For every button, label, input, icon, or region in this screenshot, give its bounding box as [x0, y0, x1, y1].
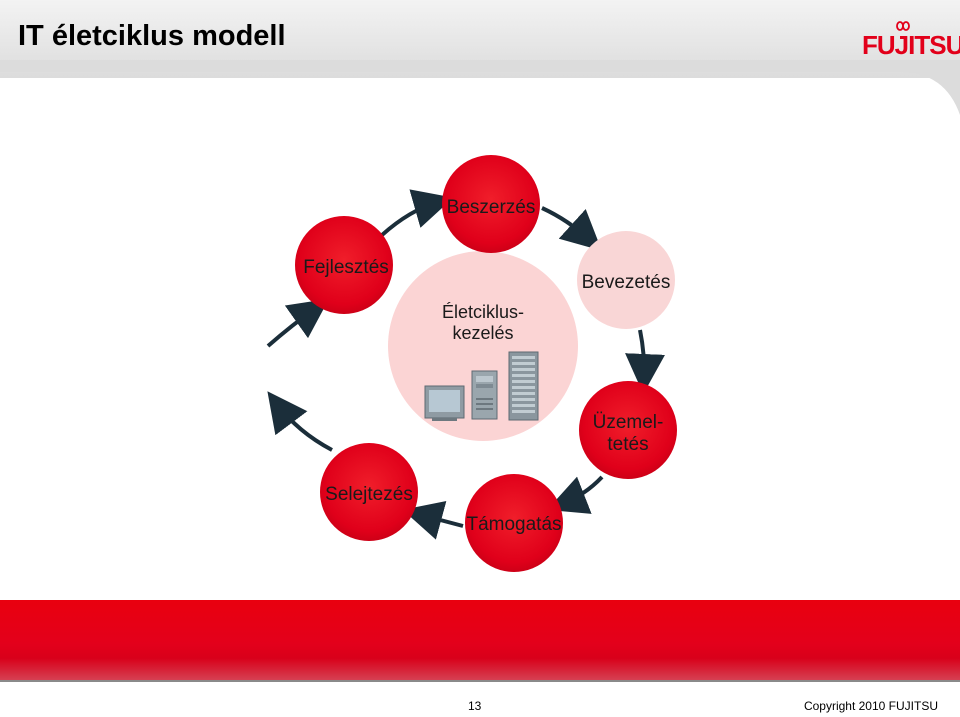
- page-number: 13: [468, 699, 482, 713]
- label-beszerzes: Beszerzés: [446, 197, 536, 218]
- node-beszerzes: [442, 155, 540, 253]
- label-tamogatas: Támogatás: [466, 514, 562, 535]
- arrow-beszerzes-bevezetes: [541, 206, 602, 251]
- arrow-selejtezes-fejlesztes: [267, 391, 333, 452]
- arrow-bevezetes-uzemeltetes: [625, 329, 666, 394]
- lifecycle-diagram: [266, 155, 677, 572]
- label-selejtezes: Selejtezés: [325, 484, 413, 505]
- node-uzemeltetes: [579, 381, 677, 479]
- logo-wordmark: FUJITSU: [862, 30, 960, 60]
- node-tamogatas: [465, 474, 563, 572]
- infinity-loop-icon: [896, 21, 910, 31]
- arrow-into-fejlesztes: [266, 298, 330, 348]
- node-bevezetes: [577, 231, 675, 329]
- label-uzemeltetes-line2: tetés: [607, 434, 649, 455]
- monitor-icon: [424, 385, 465, 421]
- center-label: Életciklus- kezelés: [423, 302, 543, 344]
- header-curve: [0, 60, 960, 115]
- label-bevezetes: Bevezetés: [581, 272, 671, 293]
- arrow-tamogatas-selejtezes: [402, 501, 464, 540]
- arrow-uzemeltetes-tamogatas: [547, 475, 604, 514]
- label-fejlesztes: Fejlesztés: [303, 257, 389, 278]
- red-footer-band: [0, 600, 960, 680]
- server-rack-icon: [508, 351, 539, 421]
- footer-divider: [0, 680, 960, 682]
- fujitsu-logo: FUJITSU: [862, 20, 960, 62]
- node-fejlesztes: [295, 216, 393, 314]
- arrow-fejlesztes-beszerzes: [380, 189, 454, 237]
- label-uzemeltetes-line1: Üzemel-: [592, 412, 664, 433]
- slide-title: IT életciklus modell: [18, 20, 286, 52]
- center-label-line1: Életciklus-: [441, 302, 525, 322]
- copyright-text: Copyright 2010 FUJITSU: [803, 699, 938, 713]
- center-label-line2: kezelés: [452, 323, 514, 343]
- node-selejtezes: [320, 443, 418, 541]
- red-band-shade: [0, 658, 960, 680]
- desktop-tower-icon: [471, 370, 498, 420]
